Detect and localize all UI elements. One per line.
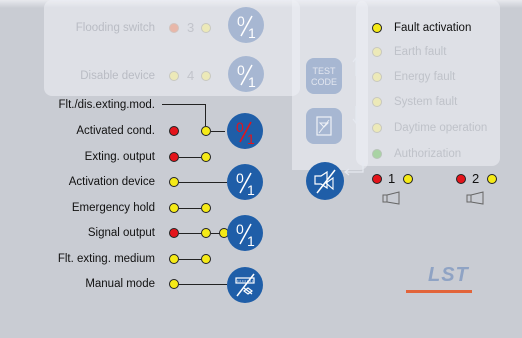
connector-emergency-hold [179, 208, 201, 210]
led-authorization [372, 149, 382, 159]
label-fault-activation: Fault activation [394, 22, 472, 34]
activation-device-toggle-button[interactable]: 0 1 [227, 164, 263, 200]
label-energy-fault: Energy fault [394, 71, 456, 83]
flooding-toggle-button[interactable]: 0 1 [228, 7, 264, 43]
silence-test-button[interactable] [306, 108, 342, 144]
toggle-one-glyph: 1 [247, 131, 255, 147]
led-daytime-operation [372, 123, 382, 133]
horn2-number: 2 [472, 171, 480, 186]
connector-signal-output-1 [179, 233, 201, 235]
led-disable-yellow [169, 71, 179, 81]
manual-mode-button[interactable] [227, 267, 263, 303]
led-flt-medium-1 [169, 254, 179, 264]
horn-mute-icon [314, 169, 336, 194]
toggle-zero-glyph: 0 [236, 221, 244, 237]
lst-logo: LST [406, 264, 472, 296]
label-emergency-hold: Emergency hold [71, 202, 155, 214]
led-activated-red [169, 126, 179, 136]
flooding-switch-number: 3 [187, 20, 195, 35]
label-signal-output: Signal output [87, 227, 155, 239]
horn1-number: 1 [388, 171, 396, 186]
label-manual-mode: Manual mode [85, 278, 155, 290]
connector-activation-device [179, 182, 227, 184]
signal-output-toggle-button[interactable]: 0 1 [227, 215, 263, 251]
connector-signal-output-2 [211, 233, 225, 235]
led-system-fault [372, 97, 382, 107]
toggle-one-glyph: 1 [247, 182, 255, 198]
led-energy-fault [372, 72, 382, 82]
led-activated-yellow [201, 126, 211, 136]
label-authorization: Authorization [394, 148, 462, 160]
horn2-icon [466, 191, 484, 205]
test-code-button[interactable]: TEST CODE [306, 58, 342, 94]
toggle-one-glyph: 1 [247, 233, 255, 249]
label-activated-cond: Activated cond. [76, 125, 155, 137]
arrow-down-icon [352, 106, 360, 124]
toggle-one-glyph: 1 [248, 25, 256, 41]
led-fault-activation [372, 23, 382, 33]
led-emergency-hold-2 [201, 203, 211, 213]
horn1-icon [382, 191, 400, 205]
toggle-one-glyph: 1 [248, 74, 256, 90]
led-signal-output-red [169, 228, 179, 238]
label-flt-exting-medium: Flt. exting. medium [57, 253, 155, 265]
connector-activated [211, 131, 225, 133]
led-emergency-hold-1 [169, 203, 179, 213]
code-label: CODE [310, 77, 337, 87]
led-manual-mode [169, 279, 179, 289]
led-horn2-yellow [487, 174, 497, 184]
led-exting-output-red [169, 152, 179, 162]
logo-text: LST [428, 264, 469, 286]
label-disable-device: Disable device [80, 70, 155, 82]
led-horn2-red [456, 174, 466, 184]
toggle-zero-glyph: 0 [236, 170, 244, 186]
horn-mute-button[interactable] [306, 162, 344, 200]
led-flooding-red [169, 23, 179, 33]
connector-flt-medium [179, 259, 201, 261]
led-signal-output-yellow-1 [201, 228, 211, 238]
test-label: TEST [312, 66, 336, 76]
panel-test-icon [316, 116, 332, 136]
arrow-up-icon [352, 57, 360, 76]
led-horn1-red [372, 174, 382, 184]
label-activation-device: Activation device [68, 176, 155, 188]
toggle-zero-glyph: 0 [237, 62, 245, 78]
logo-accent-bar [406, 290, 472, 293]
toggle-zero-glyph: 0 [237, 13, 245, 29]
label-daytime-operation: Daytime operation [394, 122, 488, 134]
connector-flt-dis-down [205, 104, 207, 126]
connector-manual-mode [179, 284, 227, 286]
label-earth-fault: Earth fault [394, 46, 447, 58]
label-exting-output: Exting. output [84, 151, 155, 163]
disable-device-number: 4 [187, 68, 195, 83]
led-flooding-yellow [201, 23, 211, 33]
led-exting-output-yellow [201, 152, 211, 162]
led-flt-medium-2 [201, 254, 211, 264]
label-system-fault: System fault [394, 96, 458, 108]
toggle-zero-glyph: 0 [236, 119, 244, 135]
led-horn1-yellow [403, 174, 413, 184]
connector-flt-dis [162, 104, 206, 106]
disable-device-toggle-button[interactable]: 0 1 [228, 56, 264, 92]
manual-mode-icon [235, 273, 255, 297]
exting-mode-toggle-button[interactable]: 0 1 [227, 113, 263, 149]
led-earth-fault [372, 47, 382, 57]
return-arrow-icon [344, 162, 364, 176]
led-disable-yellow-2 [201, 71, 211, 81]
label-flooding-switch: Flooding switch [75, 22, 155, 34]
led-activation-device [169, 177, 179, 187]
label-flt-dis-exting-mod: Flt./dis.exting.mod. [58, 99, 155, 111]
connector-exting-output [179, 157, 201, 159]
